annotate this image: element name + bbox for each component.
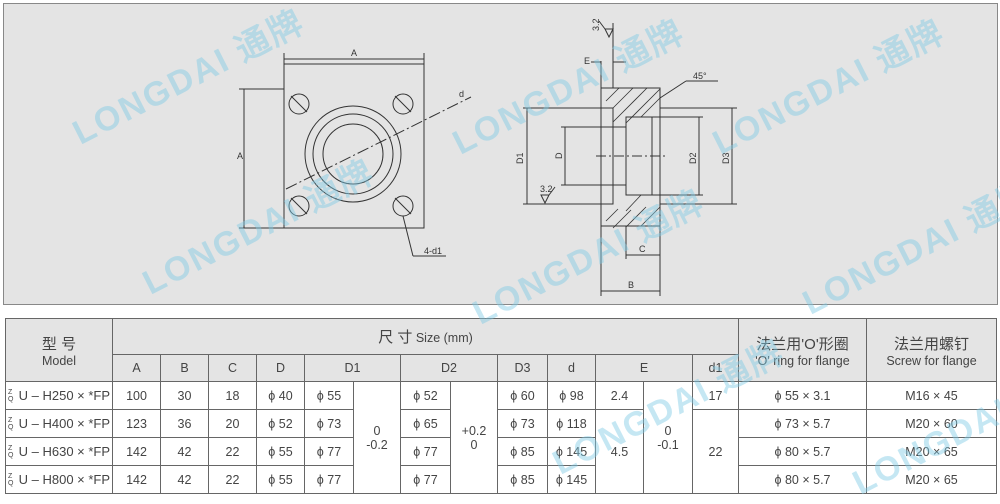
- col-D: D: [256, 354, 305, 382]
- col-C: C: [208, 354, 257, 382]
- table-cell: 42: [160, 465, 209, 494]
- table-cell: M20 × 65: [866, 465, 997, 494]
- dim-D: D: [554, 152, 564, 159]
- table-cell: ϕ 55: [304, 381, 354, 410]
- table-cell: 42: [160, 437, 209, 466]
- col-D1: D1: [304, 354, 401, 382]
- col-D2: D2: [400, 354, 498, 382]
- table-cell: ϕ 85: [497, 465, 548, 494]
- roughness-left: 3.2: [540, 184, 553, 194]
- dim-A-top: A: [351, 48, 357, 58]
- dim-D1: D1: [515, 152, 525, 164]
- table-cell: ϕ 145: [547, 465, 596, 494]
- dim-E: E: [584, 56, 590, 66]
- dim-D3: D3: [721, 152, 731, 164]
- table-cell: ϕ 73 × 5.7: [738, 409, 867, 438]
- col-D3: D3: [497, 354, 548, 382]
- table-cell: ϕ 55: [256, 465, 305, 494]
- table-cell: M16 × 45: [866, 381, 997, 410]
- table-cell: 123: [112, 409, 161, 438]
- table-cell: ϕ 60: [497, 381, 548, 410]
- table-cell: ϕ 80 × 5.7: [738, 465, 867, 494]
- table-cell: ϕ 118: [547, 409, 596, 438]
- dim-d: d: [459, 89, 464, 99]
- table-cell: 2.4: [595, 381, 644, 410]
- col-A: A: [112, 354, 161, 382]
- table-cell: ϕ 145: [547, 437, 596, 466]
- table-cell: ϕ 77: [304, 437, 354, 466]
- table-cell: ϕ 65: [400, 409, 451, 438]
- E-tolerance: 0-0.1: [643, 381, 693, 494]
- table-cell: ϕ 77: [400, 437, 451, 466]
- table-cell: 36: [160, 409, 209, 438]
- front-view: A A d 4-d1: [237, 48, 472, 257]
- D1-tolerance: 0-0.2: [353, 381, 401, 494]
- technical-drawing: A A d 4-d1 3.2 E 45° D1 D D2 D3 3.2 C B: [3, 3, 998, 305]
- header-size: 尺 寸 Size (mm): [112, 318, 739, 355]
- table-cell: 20: [208, 409, 257, 438]
- table-cell: ϕ 52: [256, 409, 305, 438]
- table-cell: 22: [208, 437, 257, 466]
- col-E: E: [595, 354, 693, 382]
- table-cell: ϕ 77: [400, 465, 451, 494]
- roughness-top: 3.2: [591, 18, 601, 31]
- table-cell: ϕ 40: [256, 381, 305, 410]
- table-cell: ϕ 85: [497, 437, 548, 466]
- col-d: d: [547, 354, 596, 382]
- dim-B: B: [628, 280, 634, 290]
- dim-C: C: [639, 244, 646, 254]
- table-cell: 142: [112, 465, 161, 494]
- dim-D2: D2: [688, 152, 698, 164]
- table-cell: M20 × 65: [866, 437, 997, 466]
- table-cell: 22: [692, 409, 739, 494]
- dim-A-side: A: [237, 151, 243, 161]
- table-cell: 4.5: [595, 409, 644, 494]
- table-cell: ϕ 52: [400, 381, 451, 410]
- table-cell: ϕ 77: [304, 465, 354, 494]
- table-cell: 142: [112, 437, 161, 466]
- table-cell: 100: [112, 381, 161, 410]
- col-B: B: [160, 354, 209, 382]
- table-cell: ϕ 80 × 5.7: [738, 437, 867, 466]
- table-cell: ϕ 98: [547, 381, 596, 410]
- table-cell: ϕ 73: [497, 409, 548, 438]
- header-oring: 法兰用'O'形圈'O' ring for flange: [738, 318, 867, 382]
- table-cell: 18: [208, 381, 257, 410]
- table-cell: M20 × 60: [866, 409, 997, 438]
- dim-4-d1: 4-d1: [424, 246, 442, 256]
- section-view: 3.2 E 45° D1 D D2 D3 3.2 C B: [515, 18, 737, 296]
- table-cell: 30: [160, 381, 209, 410]
- table-cell: ϕ 55: [256, 437, 305, 466]
- table-cell: 17: [692, 381, 739, 410]
- dim-45deg: 45°: [693, 71, 707, 81]
- table-cell: ϕ 73: [304, 409, 354, 438]
- col-d1: d1: [692, 354, 739, 382]
- table-cell: ϕ 55 × 3.1: [738, 381, 867, 410]
- table-cell: 22: [208, 465, 257, 494]
